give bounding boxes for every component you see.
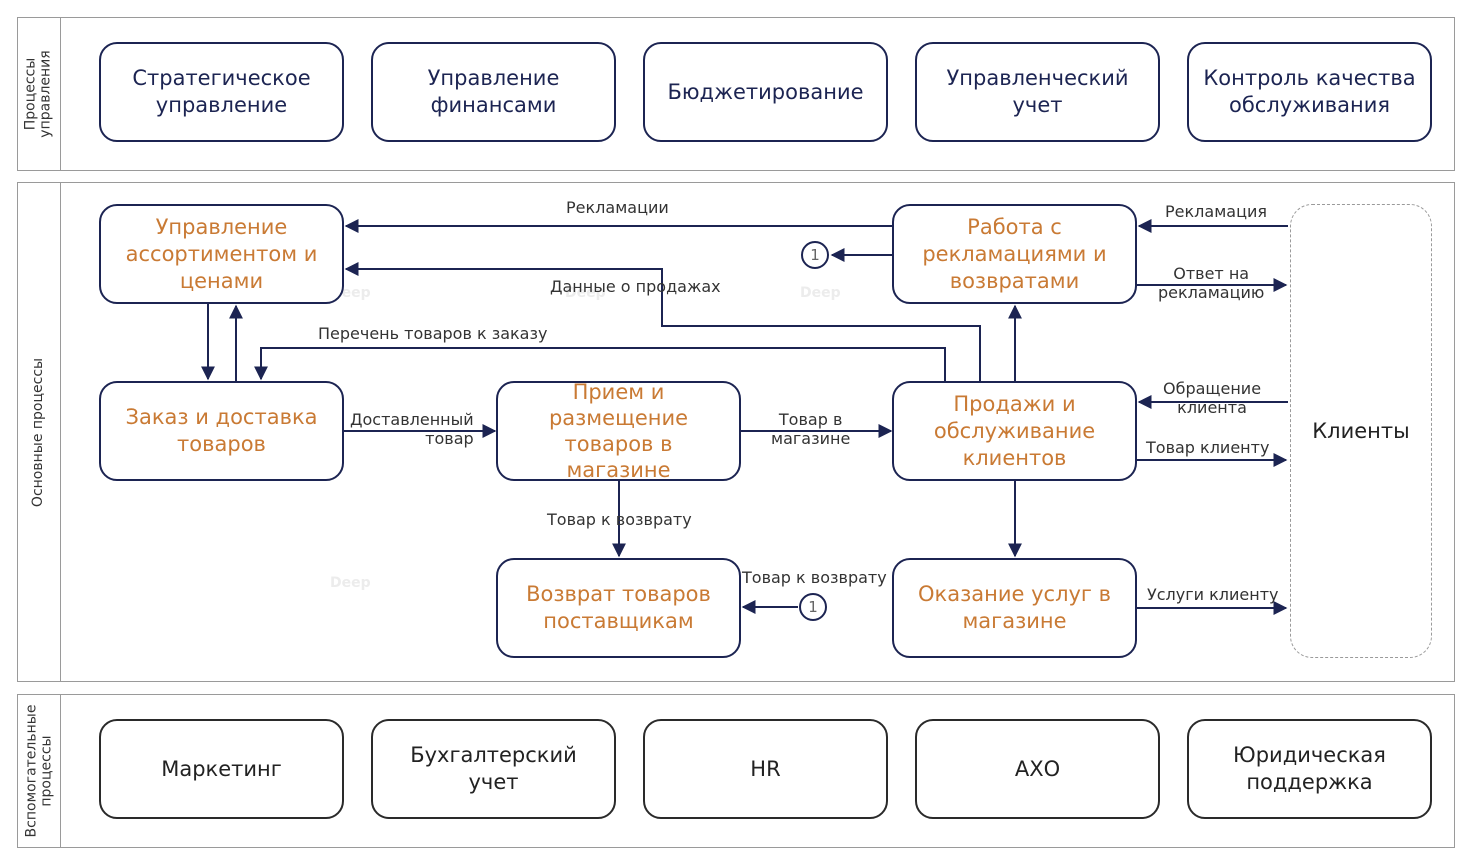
lane-label-management: Процессы управления [18,18,61,170]
box-label: Управление финансами [427,66,560,117]
box-label: Заказ и доставка товаров [125,405,318,456]
flow-label-goods-to-return: Товар к возврату [547,510,692,529]
clients-label: Клиенты [1312,419,1410,443]
process-budgeting[interactable]: Бюджетирование [643,42,888,142]
flow-label-goods-in-store: Товар в магазине [771,410,851,448]
flow-label-delivered-goods: Доставленный товар [350,410,474,448]
flow-label-client-request: Обращение клиента [1163,379,1262,417]
arrow-sales-data [344,262,981,381]
process-quality-control[interactable]: Контроль качества обслуживания [1187,42,1432,142]
process-ordering-delivery[interactable]: Заказ и доставка товаров [99,381,344,481]
flow-label-claim-answer: Ответ на рекламацию [1158,264,1265,302]
box-label: Управление ассортиментом и ценами [125,214,318,293]
flow-label-order-list: Перечень товаров к заказу [318,324,548,343]
process-supplier-returns[interactable]: Возврат товаров поставщикам [496,558,741,658]
box-label: Продажи и обслуживание клиентов [933,391,1096,470]
connector-node-1-out: 1 [801,241,829,269]
flow-label-goods-to-client: Товар клиенту [1146,438,1270,457]
box-label: Возврат товаров поставщикам [526,582,711,633]
process-claims-returns[interactable]: Работа с рекламациями и возвратами [892,204,1137,304]
process-admin-maintenance[interactable]: АХО [915,719,1160,819]
box-label: HR [750,756,781,781]
arrow-order-list [254,347,946,381]
box-label: Управленческий учет [946,66,1129,117]
lane-label-support: Вспомогательные процессы [18,695,61,847]
box-label: АХО [1014,756,1061,781]
watermark: Deep [330,575,371,591]
flow-label-services-to-client: Услуги клиенту [1147,585,1279,604]
process-sales-service[interactable]: Продажи и обслуживание клиентов [892,381,1137,481]
watermark: Deep [565,285,606,301]
box-label: Бюджетирование [667,79,864,104]
box-label: Работа с рекламациями и возвратами [922,214,1107,293]
box-label: Юридическая поддержка [1233,743,1386,794]
box-label: Маркетинг [161,756,282,781]
process-finance-management[interactable]: Управление финансами [371,42,616,142]
flow-label-client-claim: Рекламация [1165,202,1267,221]
process-accounting[interactable]: Бухгалтерский учет [371,719,616,819]
box-label: Контроль качества обслуживания [1203,66,1416,117]
lane-title: Вспомогательные процессы [23,704,54,838]
box-label: Прием и размещение товаров в магазине [548,380,689,482]
process-hr[interactable]: HR [643,719,888,819]
connector-node-1-in: 1 [799,593,827,621]
connector-label: 1 [808,598,818,616]
flow-label-claims: Рекламации [566,198,669,217]
box-label: Бухгалтерский учет [410,743,577,794]
process-in-store-services[interactable]: Оказание услуг в магазине [892,558,1137,658]
process-strategic-management[interactable]: Стратегическое управление [99,42,344,142]
lane-label-core: Основные процессы [18,183,61,681]
connector-label: 1 [810,246,820,264]
process-marketing[interactable]: Маркетинг [99,719,344,819]
box-label: Стратегическое управление [132,66,311,117]
box-label: Оказание услуг в магазине [918,582,1111,633]
flow-label-sales-data: Данные о продажах [550,277,721,296]
external-entity-clients[interactable]: Клиенты [1290,204,1432,658]
flow-label-goods-to-return-node: Товар к возврату [742,568,887,587]
watermark: Deep [800,285,841,301]
process-legal-support[interactable]: Юридическая поддержка [1187,719,1432,819]
process-management-accounting[interactable]: Управленческий учет [915,42,1160,142]
process-receiving-placement[interactable]: Прием и размещение товаров в магазине [496,380,741,482]
process-assortment-pricing[interactable]: Управление ассортиментом и ценами [99,204,344,304]
